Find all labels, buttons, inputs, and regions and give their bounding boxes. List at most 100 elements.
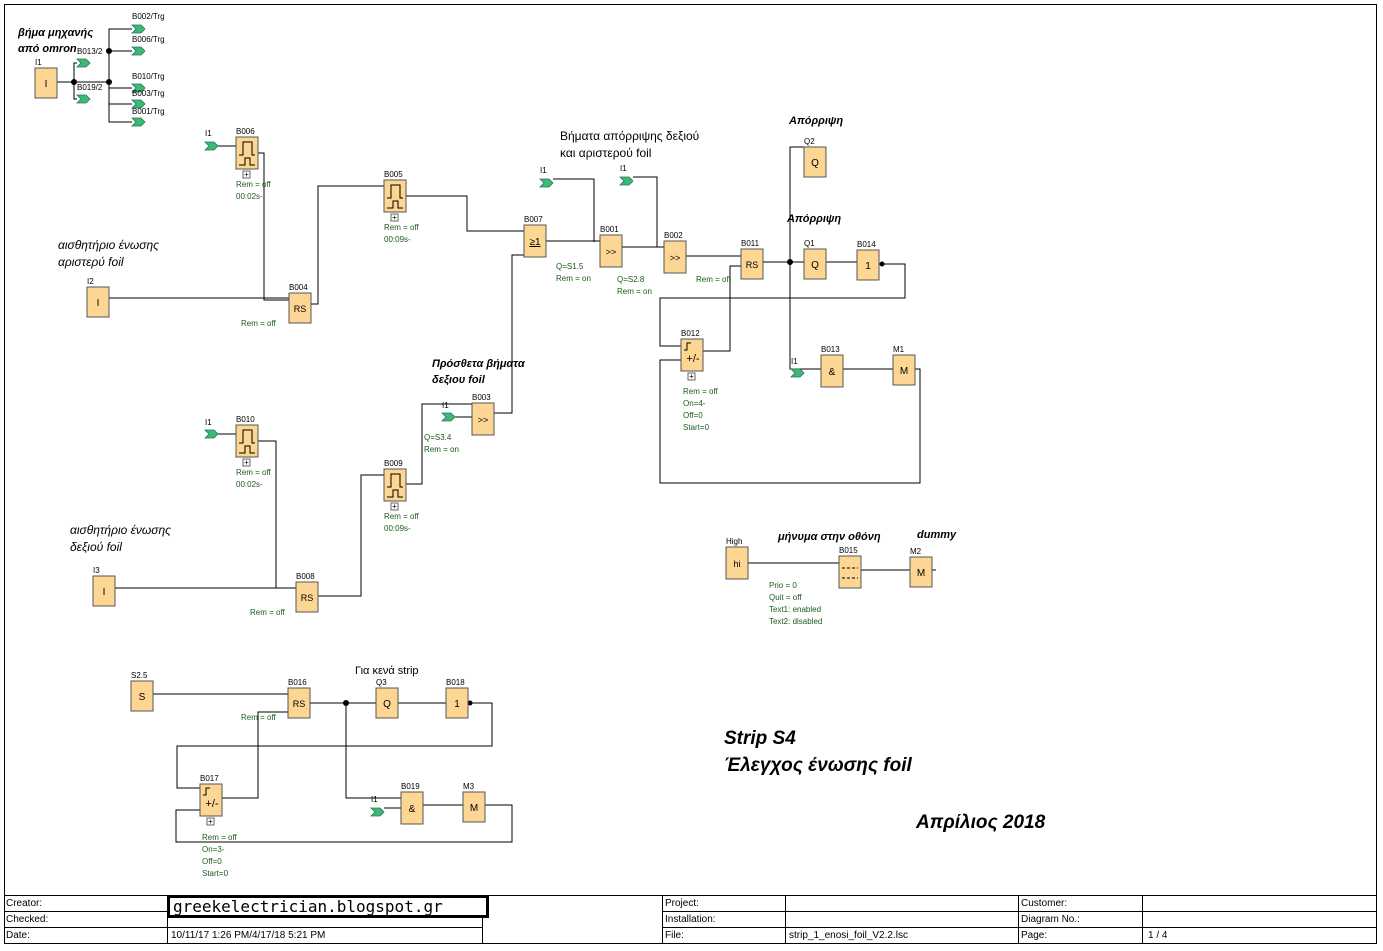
diagram-no-label: Diagram No.: <box>1021 914 1080 925</box>
connector-trg-b013[interactable]: B013/2 <box>76 47 103 68</box>
block-b019[interactable]: B019& <box>400 782 424 825</box>
connector-label: I1 <box>620 164 627 173</box>
wire-2 <box>73 82 77 100</box>
block-q2[interactable]: Q2Q <box>803 137 827 178</box>
expand-icon[interactable]: + <box>390 502 399 511</box>
connector-trg-b006[interactable]: B006/Trg <box>131 35 165 56</box>
connector-in-b013[interactable]: I1 <box>790 357 805 378</box>
pulse-timer-icon <box>239 141 255 166</box>
connector-in-b003[interactable]: I1 <box>441 401 456 422</box>
connector-trg-b010[interactable]: B010/Trg <box>131 72 165 93</box>
block-b018[interactable]: B018 1 <box>445 678 469 719</box>
block-q3[interactable]: Q3Q <box>375 678 399 719</box>
block-id-m2: M2 <box>910 547 922 556</box>
svg-text:+: + <box>208 817 213 826</box>
wire-44 <box>175 804 513 843</box>
expand-icon[interactable]: + <box>206 817 215 826</box>
block-id-b003: B003 <box>472 393 491 402</box>
block-i2[interactable]: I2I <box>86 277 110 318</box>
connector-in-b019[interactable]: I1 <box>370 795 385 817</box>
symbol-m3: M <box>470 803 478 814</box>
block-id-b010: B010 <box>236 415 255 424</box>
block-s25[interactable]: S2.5S <box>130 671 154 712</box>
block-b013[interactable]: B013& <box>820 345 844 388</box>
symbol-b007: ≥1 <box>529 237 540 248</box>
wire-18 <box>763 146 804 263</box>
customer-label: Customer: <box>1021 898 1068 909</box>
param-b003: Rem = on <box>424 445 459 454</box>
block-b007[interactable]: B007≥1 <box>523 215 547 258</box>
block-i1_top[interactable]: I1I <box>34 58 58 99</box>
page-label: Page: <box>1021 930 1048 941</box>
connector-in-b010[interactable]: I1 <box>204 418 219 439</box>
page-value: 1 / 4 <box>1148 930 1168 941</box>
param-b012: Rem = off <box>683 387 719 396</box>
block-m2[interactable]: M2M <box>909 547 933 588</box>
expand-icon[interactable]: + <box>242 170 251 179</box>
connector-trg-b001[interactable]: B001/Trg <box>131 107 165 127</box>
checked-label: Checked: <box>6 914 49 925</box>
block-id-b018: B018 <box>446 678 465 687</box>
symbol-b003: >> <box>478 415 489 425</box>
block-id-b019: B019 <box>401 782 420 791</box>
symbol-m2: M <box>917 568 925 579</box>
connector-trg-b002[interactable]: B002/Trg <box>131 12 165 34</box>
connector-in-b002[interactable]: I1 <box>619 164 634 186</box>
junction-dot-4 <box>343 700 349 706</box>
creator-label: Creator: <box>6 898 43 909</box>
connector-label: I1 <box>791 357 798 366</box>
param-b012: On=4- <box>683 399 706 408</box>
caption-right-sensor: δεξιού foil <box>70 540 122 554</box>
pulse-timer-icon <box>387 184 403 209</box>
caption-left-sensor: αισθητήριο ένωσης <box>58 238 159 252</box>
symbol-b018: 1 <box>454 699 460 710</box>
connector-label: I1 <box>540 166 547 175</box>
expand-icon[interactable]: + <box>242 458 251 467</box>
block-id-q3: Q3 <box>376 678 387 687</box>
date-label: Date: <box>6 930 30 941</box>
connector-trg-b003[interactable]: B003/Trg <box>131 89 165 109</box>
connector-label: I1 <box>371 795 378 804</box>
wire-9 <box>258 152 289 301</box>
symbol-i2: I <box>97 298 100 309</box>
connector-in-b006[interactable]: I1 <box>204 129 219 151</box>
symbol-s25: S <box>139 692 146 703</box>
expand-icon[interactable]: + <box>390 213 399 222</box>
connector-trg-b019[interactable]: B019/2 <box>76 83 103 104</box>
block-m3[interactable]: M3M <box>462 782 486 823</box>
block-m1[interactable]: M1M <box>892 345 916 386</box>
block-i3[interactable]: I3I <box>92 566 116 607</box>
connector-label: B003/Trg <box>132 89 165 98</box>
wire-27 <box>258 440 296 589</box>
param-b017: Start=0 <box>202 869 229 878</box>
symbol-b012: +/- <box>686 353 699 365</box>
expand-icon[interactable]: + <box>687 372 696 381</box>
block-q1[interactable]: Q1Q <box>803 239 827 280</box>
wire-3 <box>108 28 132 82</box>
caption-reject-steps: Βήματα απόρριψης δεξιού <box>560 129 699 143</box>
block-id-b004: B004 <box>289 283 308 292</box>
counter-icon <box>203 787 210 796</box>
junction-dot-2 <box>106 48 112 54</box>
caption-left-sensor: αριστερύ foil <box>58 255 124 269</box>
wire-32 <box>494 254 524 414</box>
connector-in-b001[interactable]: I1 <box>539 166 554 188</box>
param-b017: Off=0 <box>202 857 222 866</box>
